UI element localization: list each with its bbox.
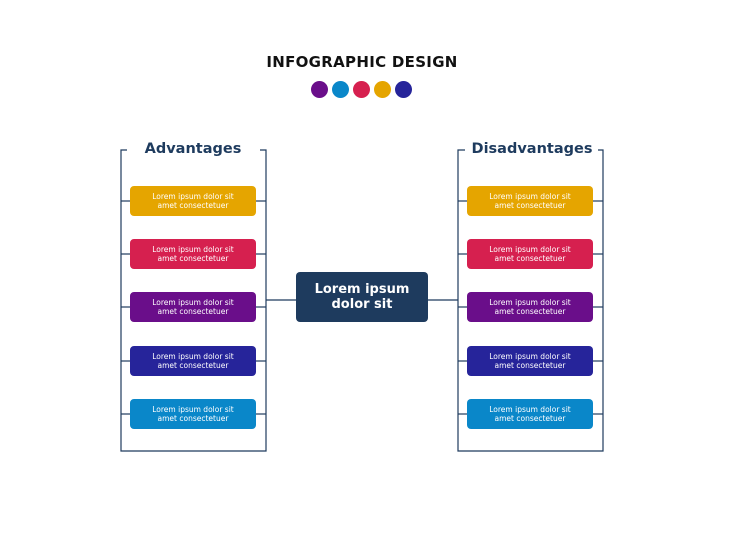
infographic-title: INFOGRAPHIC DESIGN <box>266 53 458 71</box>
advantages-bracket <box>120 149 267 452</box>
disadvantage-item-4: Lorem ipsum dolor sit amet consectetuer <box>467 346 593 376</box>
color-dots <box>311 81 413 99</box>
advantage-item-2: Lorem ipsum dolor sit amet consectetuer <box>130 239 256 269</box>
disadvantages-bracket <box>457 149 604 452</box>
advantage-item-3: Lorem ipsum dolor sit amet consectetuer <box>130 292 256 322</box>
disadvantage-item-2: Lorem ipsum dolor sit amet consectetuer <box>467 239 593 269</box>
disadvantage-item-3: Lorem ipsum dolor sit amet consectetuer <box>467 292 593 322</box>
palette-dot-purple <box>311 81 328 98</box>
palette-dot-indigo <box>395 81 412 98</box>
advantage-item-5: Lorem ipsum dolor sit amet consectetuer <box>130 399 256 429</box>
advantages-title: Advantages <box>140 141 246 157</box>
advantage-item-1: Lorem ipsum dolor sit amet consectetuer <box>130 186 256 216</box>
palette-dot-crimson <box>353 81 370 98</box>
disadvantage-item-5: Lorem ipsum dolor sit amet consectetuer <box>467 399 593 429</box>
palette-dot-amber <box>374 81 391 98</box>
disadvantages-title: Disadvantages <box>466 141 598 157</box>
palette-dot-blue <box>332 81 349 98</box>
disadvantage-item-1: Lorem ipsum dolor sit amet consectetuer <box>467 186 593 216</box>
advantage-item-4: Lorem ipsum dolor sit amet consectetuer <box>130 346 256 376</box>
center-topic-box: Lorem ipsum dolor sit <box>296 272 428 322</box>
